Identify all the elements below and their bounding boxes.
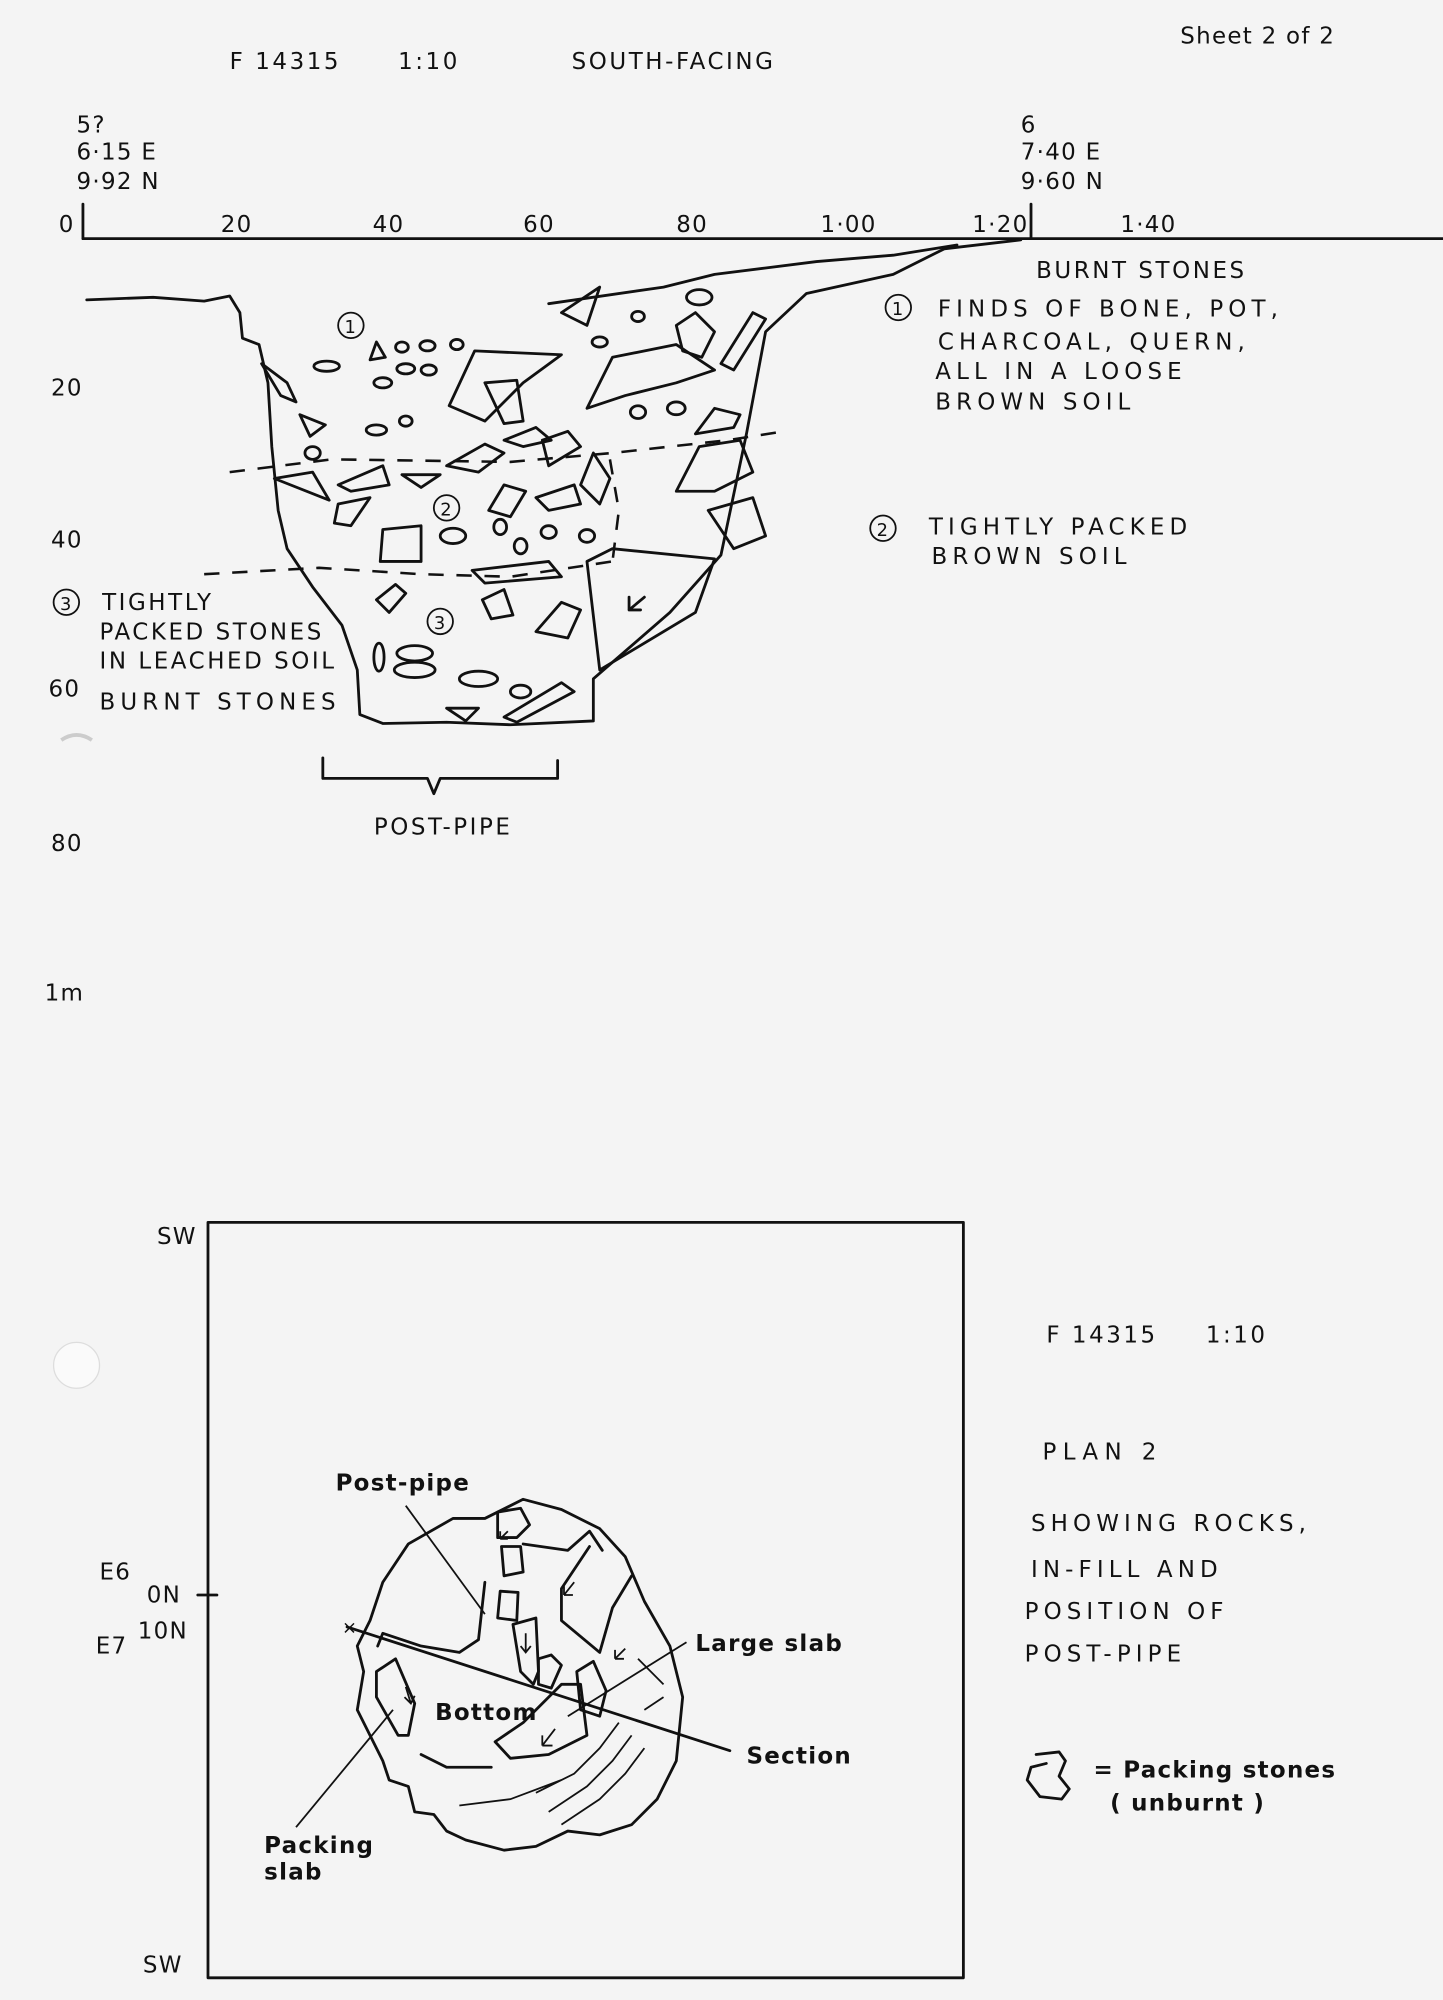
- depth-scale: 20 40 60 80 1m: [45, 376, 85, 1007]
- burnt-stones-note: BURNT STONES: [1036, 258, 1247, 284]
- punch-hole: [52, 1341, 101, 1389]
- svg-text:2: 2: [440, 500, 453, 521]
- section-facing: SOUTH-FACING: [572, 49, 776, 75]
- svg-text:PLAN 2: PLAN 2: [1042, 1440, 1162, 1466]
- layer-marker-3: 3: [426, 607, 454, 636]
- grid-reference: E6 0N 10N E7: [96, 1560, 219, 1660]
- svg-text:60: 60: [48, 677, 80, 703]
- section-end-marker: ×: [342, 1617, 358, 1638]
- punch-hole: [60, 733, 93, 742]
- svg-text:E6: E6: [100, 1560, 132, 1586]
- svg-text:10N: 10N: [138, 1618, 188, 1644]
- svg-text:1m: 1m: [45, 980, 85, 1006]
- packing-slab-label: Packing slab: [264, 1833, 374, 1886]
- left-survey-point: 5? 6·15 E 9·92 N: [77, 113, 160, 195]
- svg-text:9·60 N: 9·60 N: [1021, 169, 1104, 195]
- plan-frame: [206, 1221, 965, 1980]
- svg-text:TIGHTLY PACKED: TIGHTLY PACKED: [928, 515, 1192, 541]
- svg-text:ALL IN A LOOSE: ALL IN A LOOSE: [935, 359, 1186, 385]
- layer-1-note: 1 FINDS OF BONE, POT, CHARCOAL, QUERN, A…: [884, 293, 1283, 416]
- svg-text:CHARCOAL, QUERN,: CHARCOAL, QUERN,: [938, 330, 1250, 356]
- svg-text:1: 1: [892, 299, 905, 320]
- section-feature-id: F 14315: [230, 49, 341, 75]
- layer-2-note: 2 TIGHTLY PACKED BROWN SOIL: [869, 514, 1192, 570]
- layer-marker-1: 1: [337, 311, 365, 340]
- svg-text:TIGHTLY: TIGHTLY: [101, 590, 213, 616]
- tick-label: 1·00: [820, 212, 876, 238]
- svg-text:80: 80: [51, 831, 83, 857]
- svg-text:IN LEACHED SOIL: IN LEACHED SOIL: [100, 649, 337, 675]
- svg-text:1:10: 1:10: [1206, 1322, 1268, 1348]
- svg-text:2: 2: [877, 520, 890, 541]
- layer-3-note: 3 TIGHTLY PACKED STONES IN LEACHED SOIL: [52, 588, 337, 675]
- burnt-stones-left-note: BURNT STONES: [100, 689, 341, 715]
- svg-text:POSITION OF: POSITION OF: [1025, 1599, 1229, 1625]
- svg-text:Packing: Packing: [264, 1833, 374, 1859]
- post-pipe-bracket: POST-PIPE: [321, 756, 560, 841]
- right-survey-point: 6 7·40 E 9·60 N: [1021, 113, 1104, 195]
- legend: = Packing stones ( unburnt ): [1025, 1750, 1337, 1817]
- tick-label: 1·40: [1120, 212, 1176, 238]
- tick-label: 1·20: [972, 212, 1028, 238]
- svg-text:FINDS OF BONE, POT,: FINDS OF BONE, POT,: [938, 296, 1283, 322]
- bottom-label: Bottom: [435, 1700, 538, 1726]
- tick-label: 60: [523, 212, 555, 238]
- large-slab-leader: [567, 1641, 687, 1717]
- tick-label: 80: [676, 212, 708, 238]
- section-label: Section: [746, 1743, 852, 1769]
- svg-text:0N: 0N: [147, 1583, 181, 1609]
- section-scale: 1:10: [398, 49, 460, 75]
- svg-text:POST-PIPE: POST-PIPE: [1025, 1641, 1187, 1667]
- svg-text:20: 20: [51, 376, 83, 402]
- tick-label: 40: [373, 212, 405, 238]
- svg-text:IN-FILL AND: IN-FILL AND: [1031, 1557, 1223, 1583]
- svg-text:= Packing stones: = Packing stones: [1094, 1757, 1337, 1783]
- packing-stone-icon: [1025, 1750, 1071, 1801]
- packing-slab-leader: [295, 1709, 394, 1828]
- svg-text:3: 3: [434, 613, 447, 634]
- svg-text:BROWN SOIL: BROWN SOIL: [935, 390, 1135, 416]
- arrow-icon: [627, 595, 646, 612]
- svg-text:POST-PIPE: POST-PIPE: [374, 815, 513, 841]
- plan-info: F 14315 1:10 PLAN 2 SHOWING ROCKS, IN-FI…: [1025, 1322, 1311, 1667]
- section-line: [345, 1625, 732, 1753]
- svg-text:1: 1: [345, 317, 358, 338]
- corner-label-bottom: SW: [143, 1953, 183, 1979]
- svg-text:9·92 N: 9·92 N: [77, 169, 160, 195]
- tick-label: 0: [59, 212, 75, 238]
- svg-text:SHOWING ROCKS,: SHOWING ROCKS,: [1031, 1511, 1311, 1537]
- horizontal-scale: 0 20 40 60 80 1·00 1·20 1·40: [59, 202, 1443, 241]
- corner-label-top: SW: [157, 1224, 197, 1250]
- svg-text:BROWN SOIL: BROWN SOIL: [931, 544, 1131, 570]
- post-pipe-leader: [405, 1505, 486, 1615]
- svg-text:E7: E7: [96, 1634, 128, 1660]
- svg-text:3: 3: [60, 594, 73, 615]
- svg-text:6: 6: [1021, 113, 1037, 139]
- svg-text:5?: 5?: [77, 113, 106, 139]
- section-profile: [85, 238, 1023, 727]
- svg-text:6·15 E: 6·15 E: [77, 140, 158, 166]
- large-slab-label: Large slab: [695, 1631, 843, 1657]
- svg-text:PACKED STONES: PACKED STONES: [100, 619, 324, 645]
- layer-marker-2: 2: [432, 494, 461, 522]
- svg-text:slab: slab: [264, 1860, 323, 1886]
- svg-text:F 14315: F 14315: [1046, 1322, 1157, 1348]
- svg-text:7·40 E: 7·40 E: [1021, 140, 1102, 166]
- sheet-number: Sheet 2 of 2: [1180, 23, 1335, 49]
- svg-text:( unburnt ): ( unburnt ): [1110, 1791, 1265, 1817]
- tick-label: 20: [221, 212, 253, 238]
- svg-text:40: 40: [51, 527, 83, 553]
- post-pipe-label: Post-pipe: [336, 1470, 471, 1496]
